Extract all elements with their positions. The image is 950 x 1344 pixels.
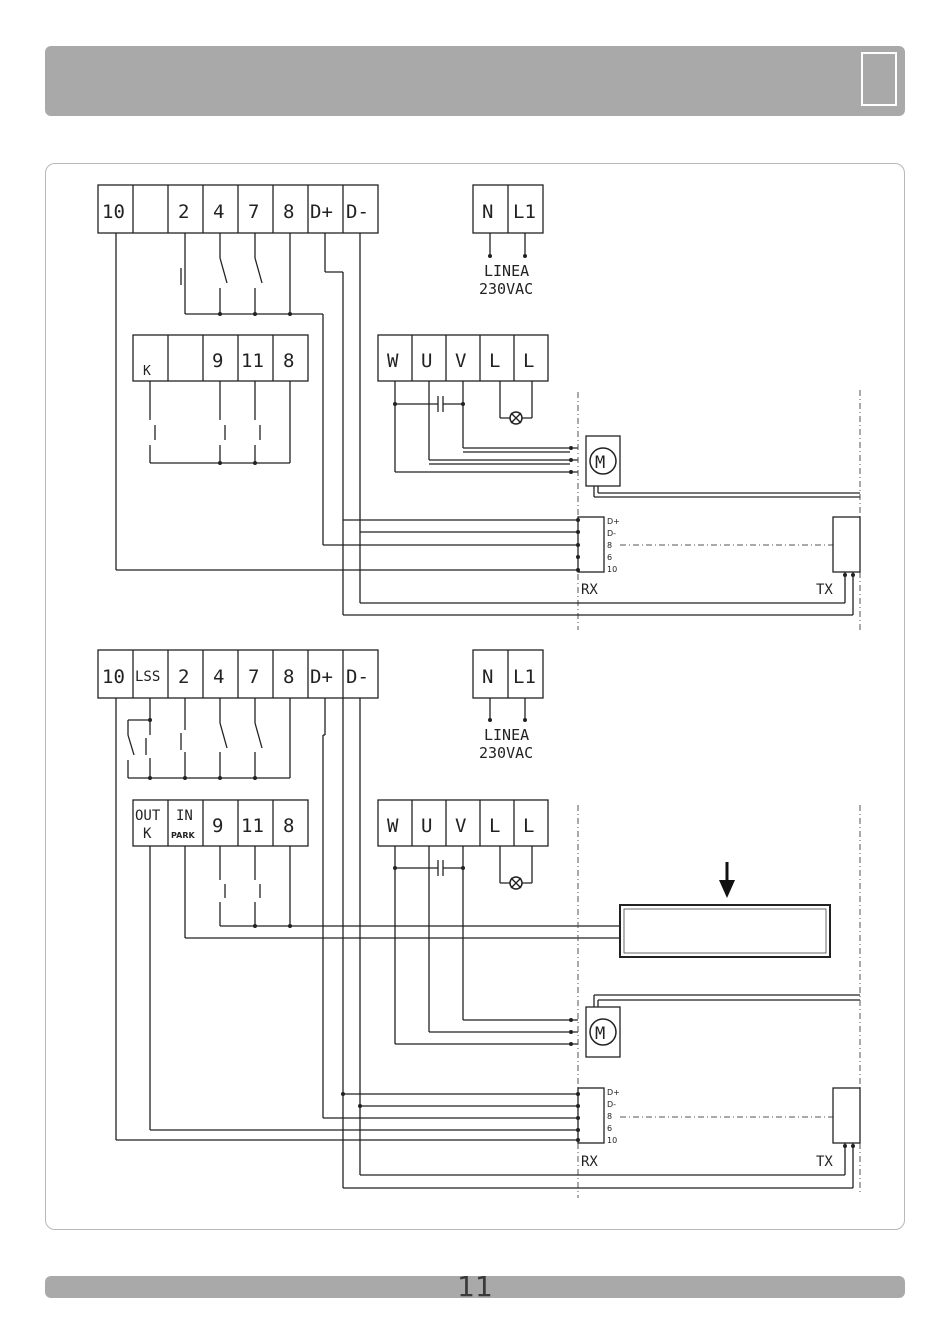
rx-10-label: 10 <box>607 1136 617 1145</box>
rx-8-label: 8 <box>607 541 612 550</box>
terminal-n-label: N <box>482 666 493 688</box>
rx-6-label: 6 <box>607 1124 612 1133</box>
terminal-l1-label: L1 <box>513 666 536 688</box>
terminal-dminus-label: D- <box>346 666 369 688</box>
terminal-dplus-label: D+ <box>310 666 333 688</box>
motor-l2-label: L <box>523 815 534 837</box>
terminal-dplus-label: D+ <box>310 201 333 223</box>
top-input-contacts <box>116 233 360 570</box>
terminal-dminus-label: D- <box>346 201 369 223</box>
aux-11-label: 11 <box>241 350 264 372</box>
terminal-n-label: N <box>482 201 493 223</box>
aux-park-label: PARK <box>171 831 195 840</box>
bottom-motor-strip: W U V L L <box>378 800 578 1044</box>
bottom-input-contacts <box>116 698 360 1188</box>
top-motor-strip: W U V L L <box>378 335 578 472</box>
power-line-label: LINEA <box>484 262 529 280</box>
terminal-2-label: 2 <box>178 201 189 223</box>
terminal-2-label: 2 <box>178 666 189 688</box>
rx-dminus-label: D- <box>607 1100 616 1109</box>
motor-v-label: V <box>455 815 466 837</box>
motor-w-label: W <box>387 350 399 372</box>
bottom-power-terminals: N L1 LINEA 230VAC <box>473 650 543 762</box>
power-line-label: LINEA <box>484 726 529 744</box>
motor-l1-label: L <box>489 815 500 837</box>
arrow-down-icon <box>719 880 735 898</box>
tx-label: TX <box>816 582 833 598</box>
rx-6-label: 6 <box>607 553 612 562</box>
aux-out-label: OUT <box>135 808 161 824</box>
motor-v-label: V <box>455 350 466 372</box>
aux-8-label: 8 <box>283 350 294 372</box>
rx-label: RX <box>581 582 598 598</box>
top-terminal-strip: 10 2 4 7 8 D+ D- <box>98 185 378 233</box>
tx-label: TX <box>816 1154 833 1170</box>
terminal-10-label: 10 <box>102 666 125 688</box>
motor-w-label: W <box>387 815 399 837</box>
bottom-aux-strip: OUT K IN PARK 9 11 8 <box>133 800 620 1130</box>
page-number: 11 <box>45 1270 905 1303</box>
aux-9-label: 9 <box>212 350 223 372</box>
motor-l1-label: L <box>489 350 500 372</box>
aux-in-label: IN <box>176 808 193 824</box>
aux-11-label: 11 <box>241 815 264 837</box>
terminal-7-label: 7 <box>248 666 259 688</box>
bottom-terminal-strip: 10 LSS 2 4 7 8 D+ D- <box>98 650 378 698</box>
terminal-4-label: 4 <box>213 666 224 688</box>
rx-8-label: 8 <box>607 1112 612 1121</box>
terminal-10-label: 10 <box>102 201 125 223</box>
rx-dminus-label: D- <box>607 529 616 538</box>
motor-m-label: M <box>595 453 605 473</box>
aux-8-label: 8 <box>283 815 294 837</box>
terminal-8-label: 8 <box>283 201 294 223</box>
terminal-lss-label: LSS <box>135 669 160 685</box>
terminal-4-label: 4 <box>213 201 224 223</box>
top-power-terminals: N L1 LINEA 230VAC <box>473 185 543 298</box>
top-diagram: 10 2 4 7 8 D+ D- N L1 LINEA 230VAC <box>98 185 860 630</box>
aux-9-label: 9 <box>212 815 223 837</box>
power-voltage-label: 230VAC <box>479 280 533 298</box>
top-motor: M <box>569 436 860 497</box>
top-aux-strip: K 9 11 8 <box>133 335 308 465</box>
terminal-8-label: 8 <box>283 666 294 688</box>
bottom-diagram: 10 LSS 2 4 7 8 D+ D- N L1 LINEA 230VAC <box>98 650 860 1198</box>
bottom-motor: M <box>569 995 860 1057</box>
motor-l2-label: L <box>523 350 534 372</box>
rx-label: RX <box>581 1154 598 1170</box>
rx-dplus-label: D+ <box>607 1088 620 1097</box>
motor-u-label: U <box>421 350 432 372</box>
top-photocell-rx: D+ D- 8 6 10 RX <box>116 517 833 598</box>
rx-dplus-label: D+ <box>607 517 620 526</box>
gate-leaf <box>620 862 830 957</box>
power-voltage-label: 230VAC <box>479 744 533 762</box>
terminal-7-label: 7 <box>248 201 259 223</box>
rx-10-label: 10 <box>607 565 617 574</box>
aux-k-label: K <box>143 364 151 379</box>
terminal-l1-label: L1 <box>513 201 536 223</box>
aux-k-label: K <box>143 826 152 842</box>
motor-u-label: U <box>421 815 432 837</box>
footer-bar: 11 <box>45 1276 905 1298</box>
motor-m-label: M <box>595 1024 605 1044</box>
bottom-photocell-rx: D+ D- 8 6 10 RX <box>116 1088 833 1170</box>
